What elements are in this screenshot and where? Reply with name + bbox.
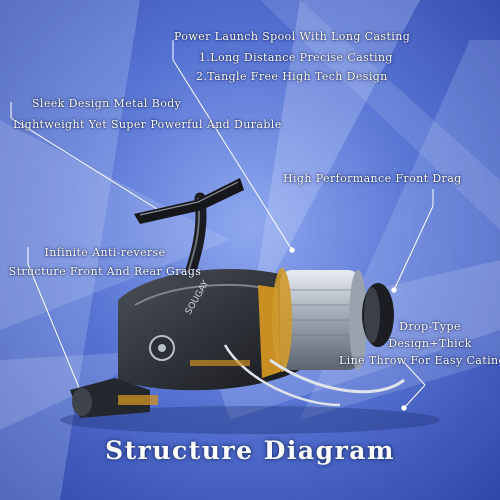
footer-title: Structure Diagram: [105, 436, 395, 465]
callout-drop-line3: Line Throw For Easy Cating: [339, 354, 500, 367]
callout-drop-line2: Design+Thick: [388, 337, 472, 350]
callout-body-title: Sleek Design Metal Body: [32, 97, 182, 110]
reel-handle-knob: [134, 178, 244, 224]
callout-drag-title: High Performance Front Drag: [283, 172, 462, 185]
fishing-reel: SOUGAY: [60, 178, 440, 434]
callout-body-line1: Lightweight Yet Super Powerful And Durab…: [13, 118, 282, 131]
callout-spool-line1: 1.Long Distance Precise Casting: [199, 51, 393, 64]
callout-drop-line1: Drop-Type: [399, 320, 461, 333]
leader-lines: [10, 40, 434, 411]
callout-anti-reverse-line2: Structure Front And Rear Grags: [8, 265, 202, 278]
reel-bail: [269, 358, 405, 394]
callout-anti-reverse-line1: Infinite Anti-reverse: [44, 246, 166, 259]
callout-spool-title: Power Launch Spool With Long Casting: [174, 30, 411, 43]
callout-spool-line2: 2.Tangle Free High Tech Design: [196, 70, 388, 83]
